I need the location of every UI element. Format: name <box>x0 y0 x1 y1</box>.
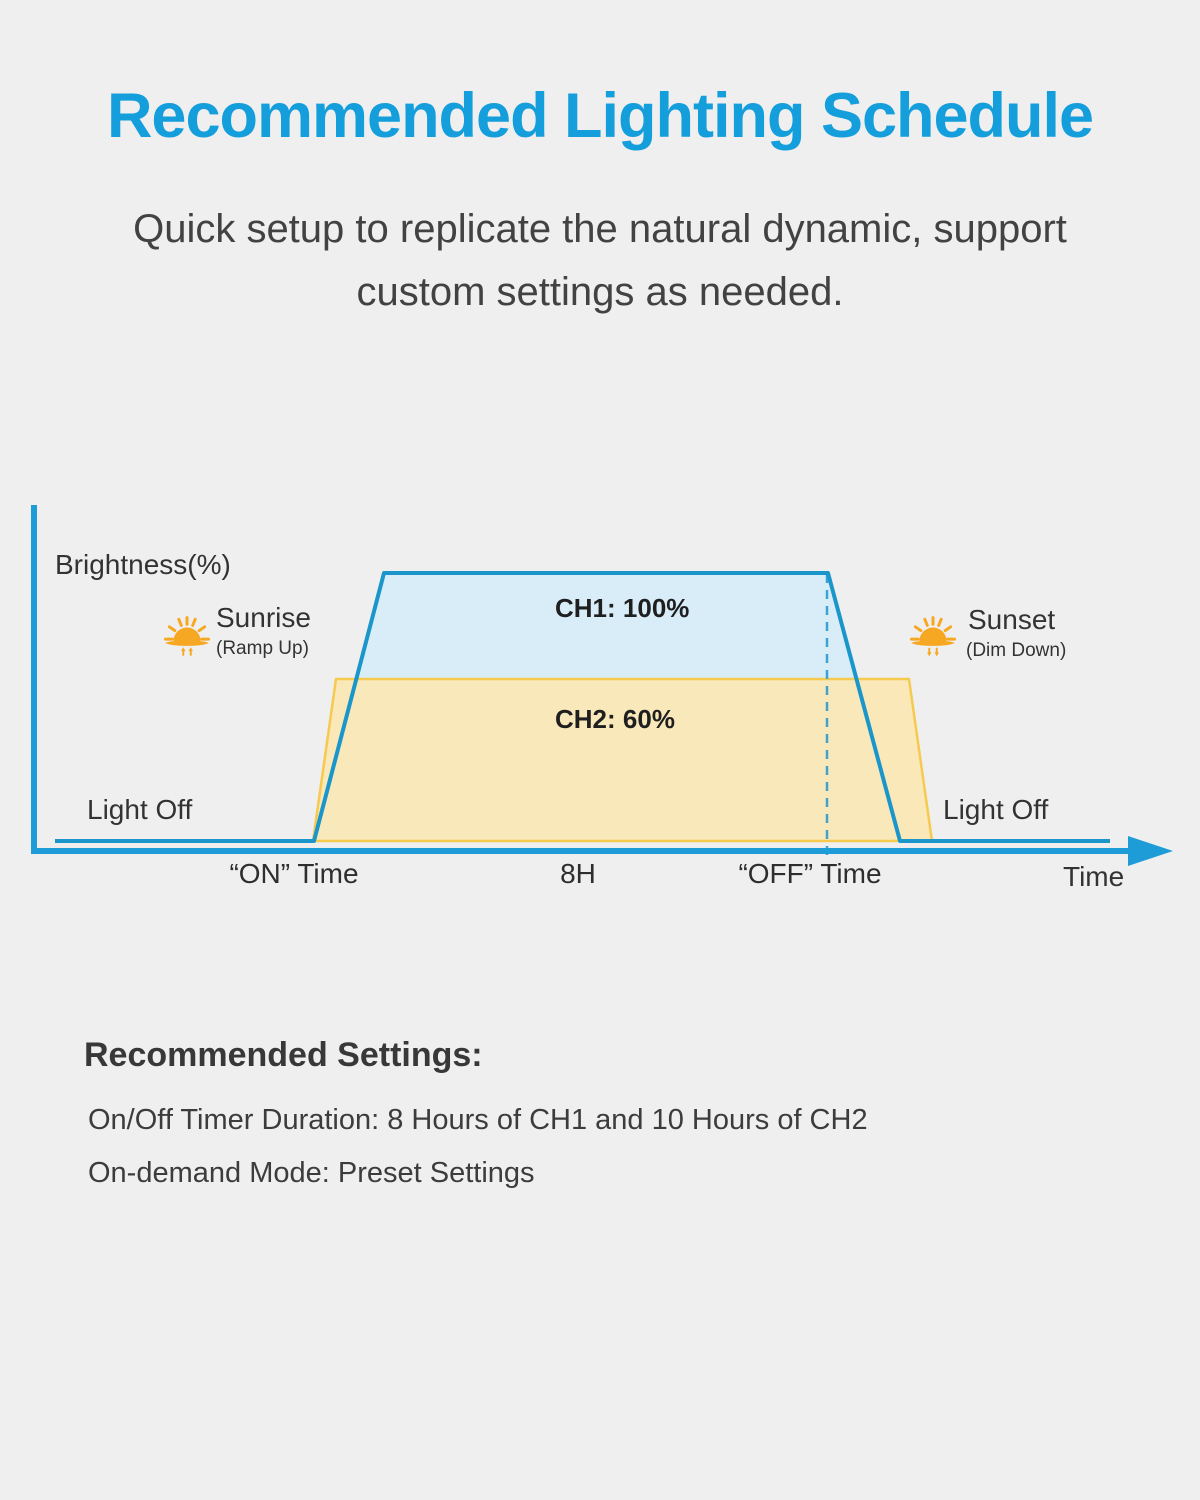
light-off-left-label: Light Off <box>87 794 193 825</box>
x-axis-label: Time <box>1063 861 1125 892</box>
sunrise-label: Sunrise <box>216 602 311 633</box>
ch2-label: CH2: 60% <box>555 704 675 734</box>
x-tick-off-time: “OFF” Time <box>738 858 882 889</box>
subtitle-line-1: Quick setup to replicate the natural dyn… <box>133 207 1067 251</box>
ch1-label: CH1: 100% <box>555 593 690 623</box>
sunrise-sublabel: (Ramp Up) <box>216 638 309 659</box>
ch2-area <box>311 677 934 843</box>
light-off-right-label: Light Off <box>943 794 1049 825</box>
x-axis-arrow <box>1128 836 1173 866</box>
y-axis-label: Brightness(%) <box>55 549 231 580</box>
x-tick-on-time: “ON” Time <box>229 858 359 889</box>
lighting-schedule-chart: Brightness(%) Sunrise (Ramp Up) CH1: <box>31 505 1173 892</box>
subtitle-line-2: custom settings as needed. <box>356 270 844 314</box>
sunrise-icon <box>163 616 211 656</box>
page-title: Recommended Lighting Schedule <box>106 81 1094 151</box>
settings-timer-duration: On/Off Timer Duration: 8 Hours of CH1 an… <box>88 1104 868 1136</box>
sunset-label: Sunset <box>968 604 1056 635</box>
subtitle: Quick setup to replicate the natural dyn… <box>0 198 1200 324</box>
settings-on-demand-mode: On-demand Mode: Preset Settings <box>88 1157 535 1189</box>
ch1-line <box>55 571 1110 843</box>
x-tick-8h: 8H <box>560 858 596 889</box>
schedule-plot <box>31 505 1173 866</box>
sunset-icon <box>909 616 957 657</box>
sunset-sublabel: (Dim Down) <box>966 640 1067 661</box>
settings-heading: Recommended Settings: <box>84 1036 483 1074</box>
